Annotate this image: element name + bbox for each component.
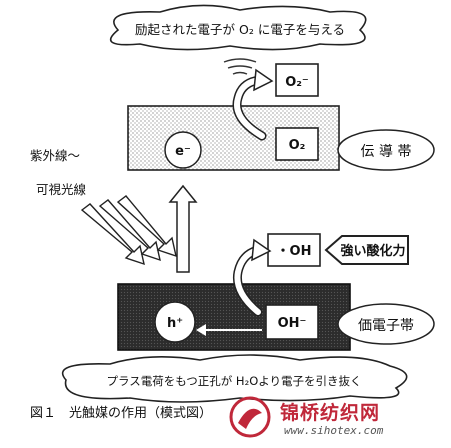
bottom-cloud: プラス電荷をもつ正孔が H₂Oより電子を引き抜く	[61, 354, 408, 403]
strong-oxidation-badge: 強い酸化力	[324, 235, 409, 265]
hole-circle	[154, 301, 196, 343]
valence-band-label-group: 価電子帯	[337, 303, 435, 345]
reduction-arrow	[232, 68, 274, 141]
excitation-arrow	[168, 184, 198, 273]
radical-label: ・OH	[277, 244, 312, 259]
strong-oxidation-label: 強い酸化力	[340, 243, 405, 259]
hole-label: h⁺	[167, 316, 183, 331]
superoxide-box: O₂⁻	[275, 63, 319, 97]
electron-circle	[164, 131, 202, 169]
conduction-band-label-group: 伝 導 帯	[337, 129, 435, 171]
hydroxide-label: OH⁻	[278, 316, 307, 331]
hydroxide-box	[265, 304, 319, 340]
bottom-cloud-text: プラス電荷をもつ正孔が H₂Oより電子を引き抜く	[106, 374, 361, 388]
oxygen-label: O₂	[289, 138, 306, 153]
electron-label: e⁻	[175, 144, 191, 159]
radical-box: ・OH	[267, 233, 321, 267]
swirl-icon	[223, 58, 257, 75]
conduction-band: e⁻ O₂	[127, 105, 340, 171]
light-label-uv: 紫外線～	[30, 148, 80, 163]
oxygen-box	[275, 127, 319, 161]
top-cloud-text: 励起された電子が O₂ に電子を与える	[135, 22, 345, 37]
superoxide-label: O₂⁻	[285, 75, 309, 90]
valence-band-label: 価電子帯	[358, 318, 414, 334]
figure-caption: 図１ 光触媒の作用（模式図）	[30, 406, 213, 421]
watermark-url: www.sihotex.com	[284, 424, 384, 437]
top-cloud: 励起された電子が O₂ に電子を与える	[109, 4, 367, 51]
light-rays	[80, 195, 177, 266]
conduction-band-label: 伝 導 帯	[361, 144, 412, 160]
watermark-name: 锦桥纺织网	[280, 402, 381, 424]
oxidation-arrow	[232, 238, 272, 317]
watermark-logo	[229, 396, 271, 438]
light-label-visible: 可視光線	[36, 182, 87, 197]
valence-band: h⁺ OH⁻	[117, 283, 351, 351]
